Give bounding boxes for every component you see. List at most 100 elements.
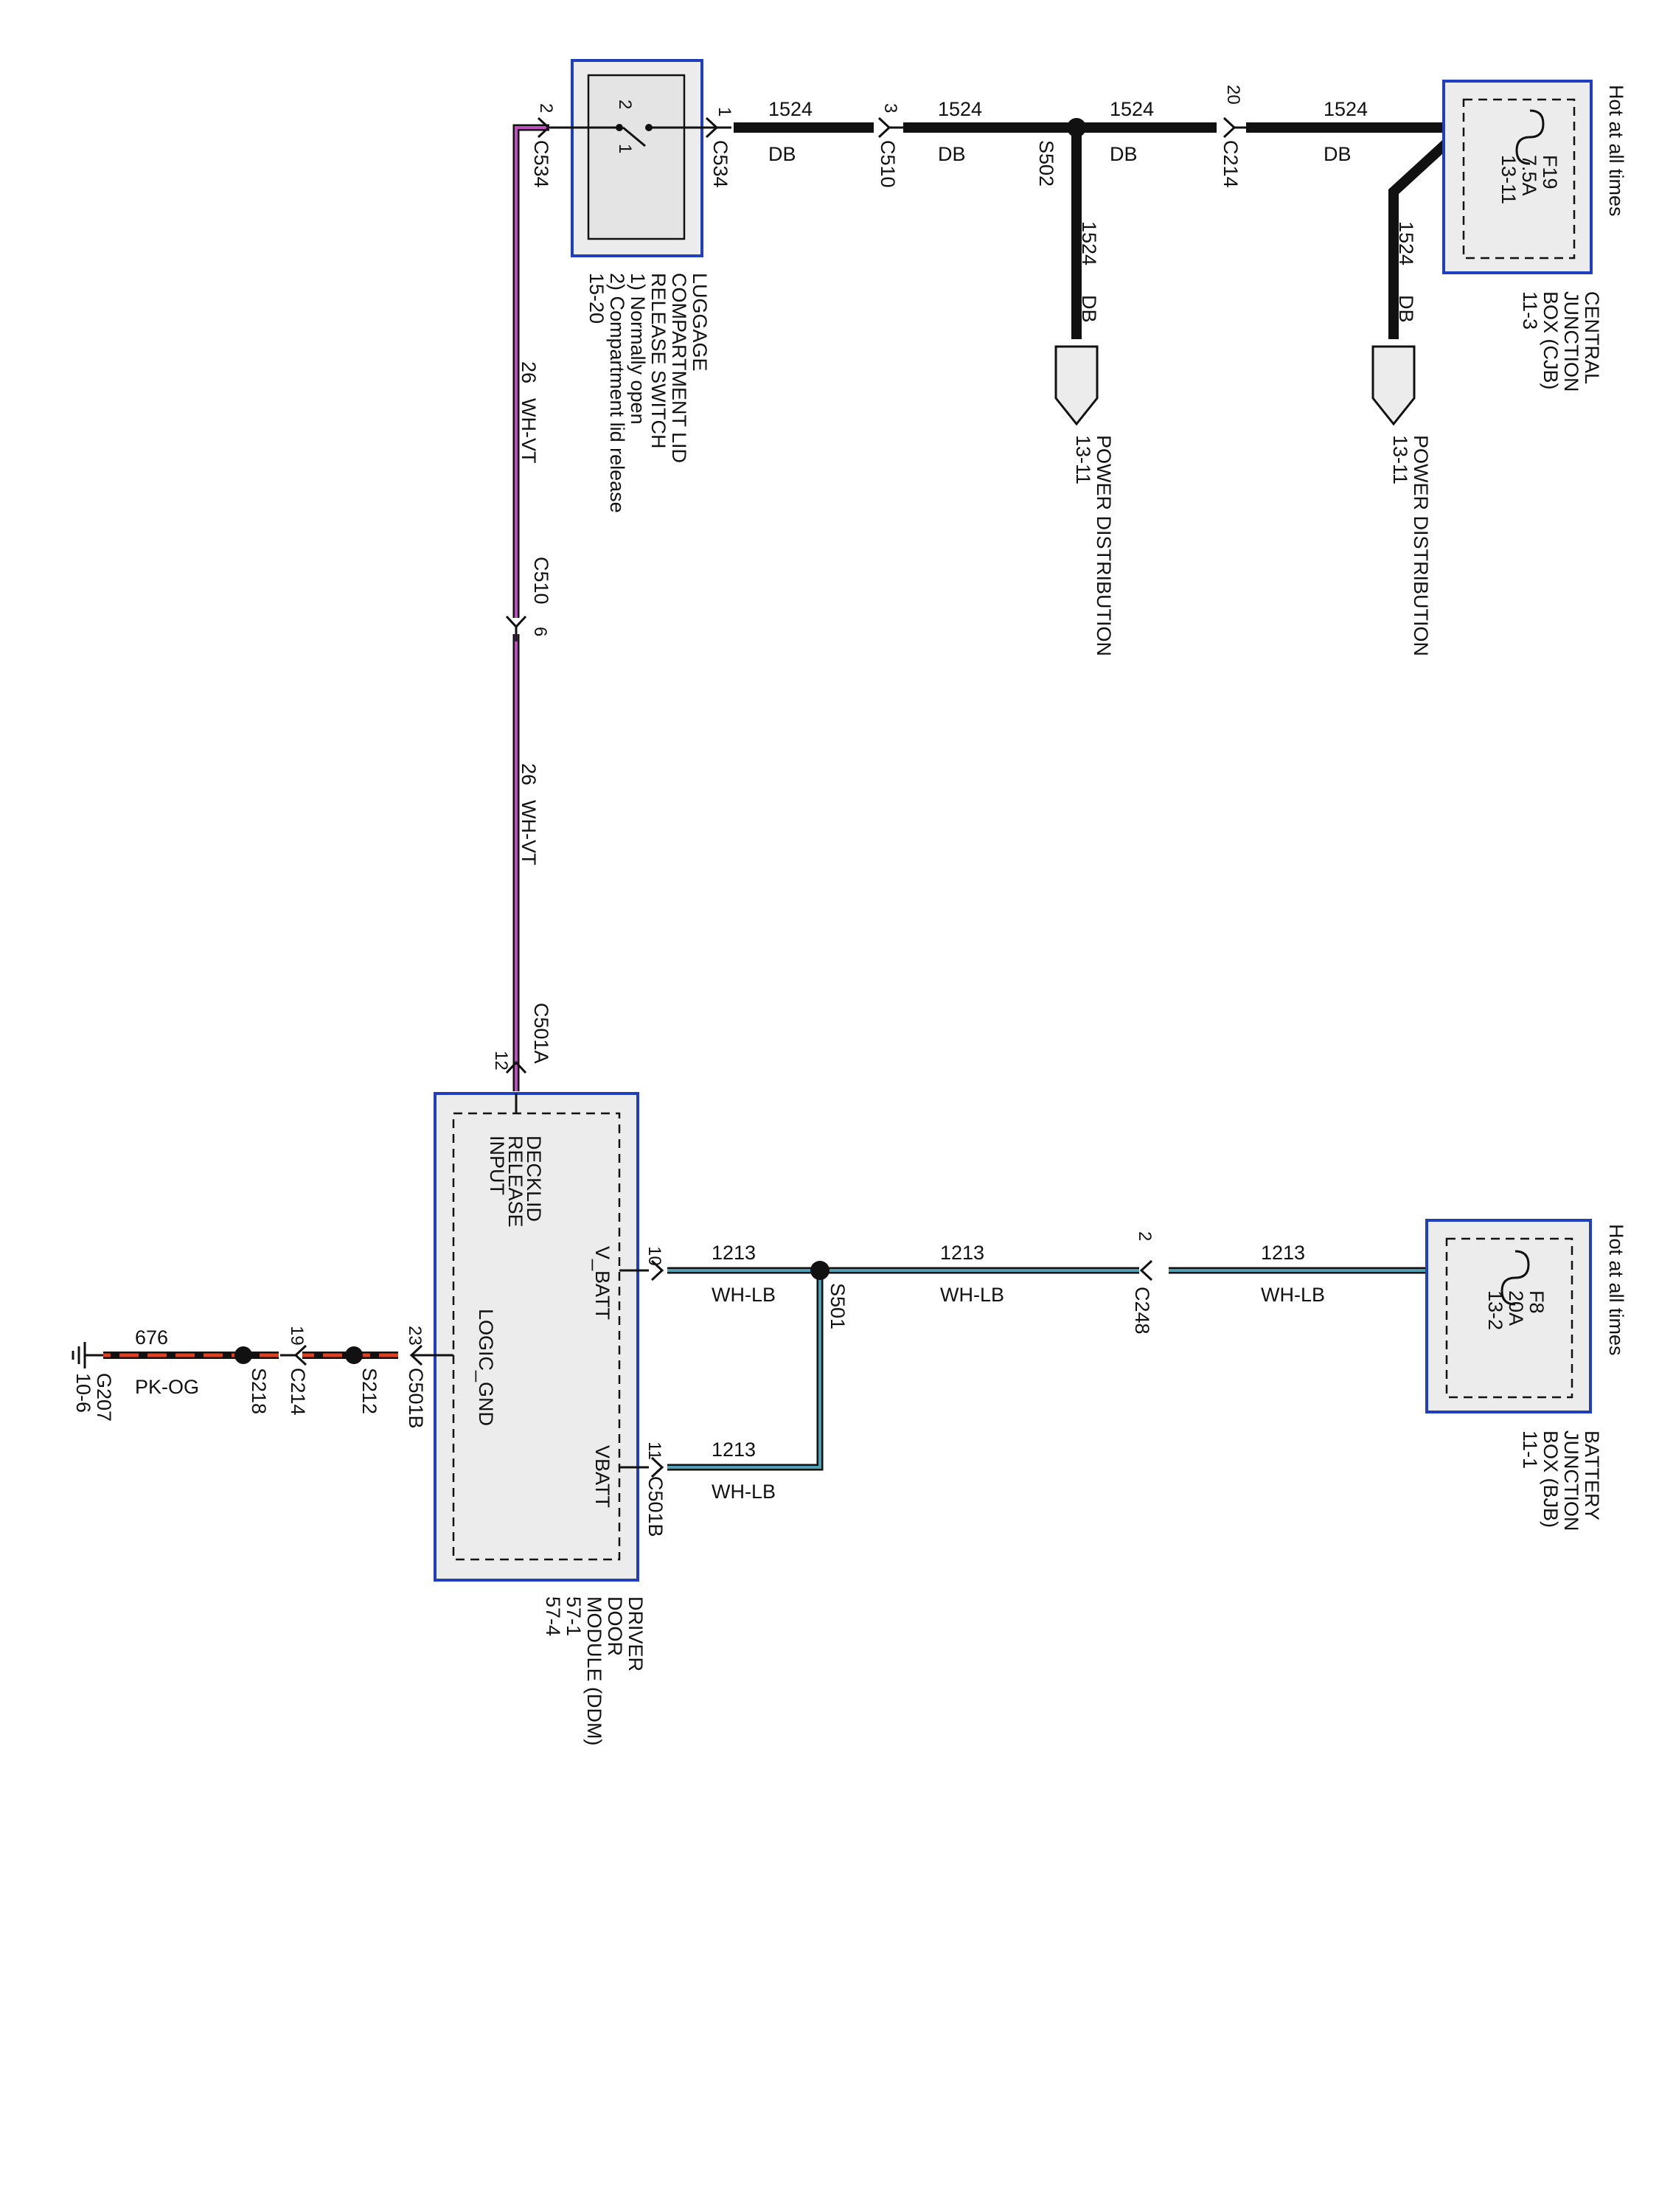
cjb-name-line: JUNCTION <box>1560 291 1582 392</box>
wire-1524-circuit: 1524 <box>768 98 813 120</box>
connector-c501b-gnd-symbol <box>409 1344 423 1366</box>
fuse-icon <box>1515 109 1545 165</box>
label-c534-right: C534 <box>709 140 731 188</box>
wire-1213-s501-branch-stripe <box>667 1270 821 1469</box>
battery-junction-box: F8 20A 13-2 Hot at all times BATTERY JUN… <box>1425 1219 1627 1531</box>
power-distribution-label: POWER DISTRIBUTION <box>1093 435 1115 656</box>
label-c501a: C501A <box>530 1003 552 1064</box>
bjb-fuse-page: 13-2 <box>1484 1290 1506 1330</box>
wire-1524-color: DB <box>768 143 796 165</box>
connector-c510-vert-symbol <box>505 615 527 641</box>
bjb-name-line: JUNCTION <box>1560 1430 1582 1531</box>
wire-1524-color: DB <box>938 143 966 165</box>
ddm-v-batt-label: V_BATT <box>591 1246 613 1320</box>
wire-1524-circuit: 1524 <box>1110 98 1154 120</box>
cjb-hot-label: Hot at all times <box>1605 85 1627 217</box>
bjb-fuse-id: F8 <box>1526 1290 1548 1314</box>
power-distribution-page: 13-11 <box>1389 435 1411 484</box>
pin-c534-right: 1 <box>714 107 734 116</box>
ground-page: 10-6 <box>72 1373 94 1413</box>
wire-26-circuit: 26 <box>518 361 540 383</box>
wire-1524-circuit: 1524 <box>1395 221 1417 265</box>
label-s212: S212 <box>358 1368 380 1414</box>
power-distribution-label: POWER DISTRIBUTION <box>1410 435 1432 656</box>
fuse-icon <box>1500 1250 1530 1306</box>
wire-1213-circuit: 1213 <box>712 1242 756 1264</box>
ddm-name-line: DOOR <box>604 1596 626 1656</box>
ddm-logic-gnd-label: LOGIC_GND <box>475 1309 497 1426</box>
connector-c534-left-symbol <box>537 116 551 139</box>
label-c501b-vbatt: C501B <box>644 1476 667 1537</box>
cjb-fuse-page: 13-11 <box>1498 155 1520 204</box>
cjb-fuse-area <box>1462 98 1576 260</box>
wire-1524-color: DB <box>1395 295 1417 323</box>
label-c510-vert: C510 <box>530 557 552 605</box>
power-distribution-arrow <box>1054 345 1099 426</box>
pin-c534-left: 2 <box>536 103 556 113</box>
central-junction-box: F19 7.5A 13-11 Hot at all times CENTRAL … <box>1442 80 1627 392</box>
wire-1213-circuit: 1213 <box>940 1242 984 1264</box>
bjb-box <box>1425 1219 1592 1413</box>
release-circuit-26: 2 C534 26 WH-VT C510 6 26 WH-VT C501A 12 <box>491 103 556 1091</box>
label-c534-left: C534 <box>530 140 552 188</box>
switch-name-line: 15-20 <box>585 273 608 324</box>
ddm-input-line: DECKLID <box>523 1135 545 1222</box>
pin-c248: 2 <box>1135 1231 1155 1241</box>
pin-c501a: 12 <box>491 1051 511 1071</box>
driver-door-module: DECKLID RELEASE INPUT V_BATT VBATT LOGIC… <box>434 1092 647 1746</box>
label-s501: S501 <box>827 1283 849 1329</box>
switch-contact <box>645 124 653 131</box>
connector-c501a-symbol <box>505 1060 527 1074</box>
bjb-fuse-amps: 20A <box>1505 1290 1527 1326</box>
ddm-box <box>434 1092 639 1582</box>
label-c214-gnd: C214 <box>287 1368 309 1416</box>
ground-name: G207 <box>93 1373 115 1422</box>
pin-c501b-gnd: 23 <box>405 1326 425 1346</box>
ddm-input-line: INPUT <box>486 1135 508 1195</box>
wire-1213-color: WH-LB <box>712 1284 776 1306</box>
cjb-name-line: CENTRAL <box>1581 291 1603 384</box>
cjb-fuse-amps: 7.5A <box>1518 155 1540 196</box>
wire-1524-color: DB <box>1078 295 1100 323</box>
pin-c501b-vbatt: 11 <box>644 1441 664 1460</box>
wire-676-color: PK-OG <box>135 1376 199 1398</box>
connector-c248-symbol <box>1139 1259 1153 1281</box>
ground-icon <box>72 1342 103 1368</box>
wire-1213-circuit: 1213 <box>712 1439 756 1461</box>
ddm-name-line: MODULE (DDM) <box>583 1596 605 1746</box>
ground-circuit-676: 23 C501B S212 19 C214 S218 676 PK-OG G20… <box>72 1326 453 1429</box>
power-circuit-1524: 1 3 20 C534 C510 S502 C214 1524 DB 1524 … <box>705 85 1467 656</box>
cjb-fuse-id: F19 <box>1539 155 1561 189</box>
wire-1524-color: DB <box>1110 143 1138 165</box>
wire-26-wh-vt-stripe <box>515 126 549 1091</box>
wire-1524-circuit: 1524 <box>938 98 982 120</box>
wire-1213-color: WH-LB <box>712 1481 776 1503</box>
pin-c214-top: 20 <box>1223 85 1243 105</box>
label-c501b-gnd: C501B <box>405 1368 427 1429</box>
ddm-input-line: RELEASE <box>504 1135 526 1228</box>
bjb-name-line: 11-1 <box>1519 1430 1541 1469</box>
power-distribution-page: 13-11 <box>1072 435 1094 484</box>
connector-v-batt-symbol <box>650 1259 664 1281</box>
switch-pin-left: 2 <box>615 100 635 109</box>
pin-c510-vert: 6 <box>530 627 550 636</box>
bjb-name-line: BOX (BJB) <box>1540 1430 1562 1528</box>
wire-26-circuit: 26 <box>518 763 540 785</box>
wire-1524-circuit: 1524 <box>1078 221 1100 265</box>
splice-s212-dot <box>345 1346 363 1364</box>
wire-26-wh-vt <box>512 124 549 1091</box>
switch-name-line: COMPARTMENT LID <box>668 273 690 463</box>
bjb-fuse-area <box>1445 1237 1573 1399</box>
label-c214-top: C214 <box>1220 140 1242 188</box>
ddm-vbatt-label: VBATT <box>591 1445 613 1508</box>
wire-26-color: WH-VT <box>518 800 540 865</box>
pin-c214-gnd: 19 <box>287 1326 307 1346</box>
wire-1524-color: DB <box>1324 143 1352 165</box>
wire-1213-color: WH-LB <box>1261 1284 1325 1306</box>
ddm-inner <box>452 1112 621 1561</box>
splice-s218-dot <box>234 1346 252 1364</box>
connector-c501b-vbatt-symbol <box>650 1456 664 1478</box>
luggage-release-switch: 2 1 LUGGAGE COMPARTMENT LID RELEASE SWIT… <box>549 59 719 513</box>
switch-pin-right: 1 <box>615 144 635 153</box>
